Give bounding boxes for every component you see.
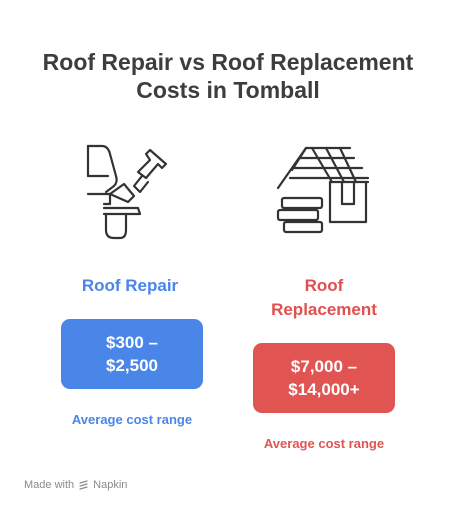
title-line-1: Roof Repair vs Roof Replacement xyxy=(42,49,414,75)
roof-replacement-label-line-2: Replacement xyxy=(271,300,377,319)
roof-replacement-label: Roof Replacement xyxy=(244,274,404,322)
roof-replacement-house-icon xyxy=(276,146,370,234)
roof-repair-cost-line-1: $300 – xyxy=(106,333,158,352)
roof-replacement-cost-line-1: $7,000 – xyxy=(290,357,358,376)
roof-repair-label: Roof Repair xyxy=(81,276,179,295)
roof-replacement-cost-note: Average cost range xyxy=(263,436,385,451)
napkin-logo-icon xyxy=(79,479,88,490)
made-with-text: Made with xyxy=(24,479,75,491)
made-with-footer[interactable]: Made with Napkin xyxy=(24,479,127,491)
roof-replacement-cost-line-2: $14,000+ xyxy=(288,380,360,399)
roof-repair-cost-box: $300 – $2,500 xyxy=(61,319,203,389)
roof-repair-cost-line-2: $2,500 xyxy=(106,356,158,375)
title-line-2: Costs in Tomball xyxy=(136,77,320,103)
roof-repair-tools-icon xyxy=(86,144,168,240)
page-title: Roof Repair vs Roof Replacement Costs in… xyxy=(0,48,456,104)
roof-repair-cost-note: Average cost range xyxy=(71,412,193,427)
roof-replacement-cost-box: $7,000 – $14,000+ xyxy=(253,343,395,413)
roof-replacement-label-line-1: Roof xyxy=(304,276,344,295)
napkin-brand-text: Napkin xyxy=(93,479,128,491)
